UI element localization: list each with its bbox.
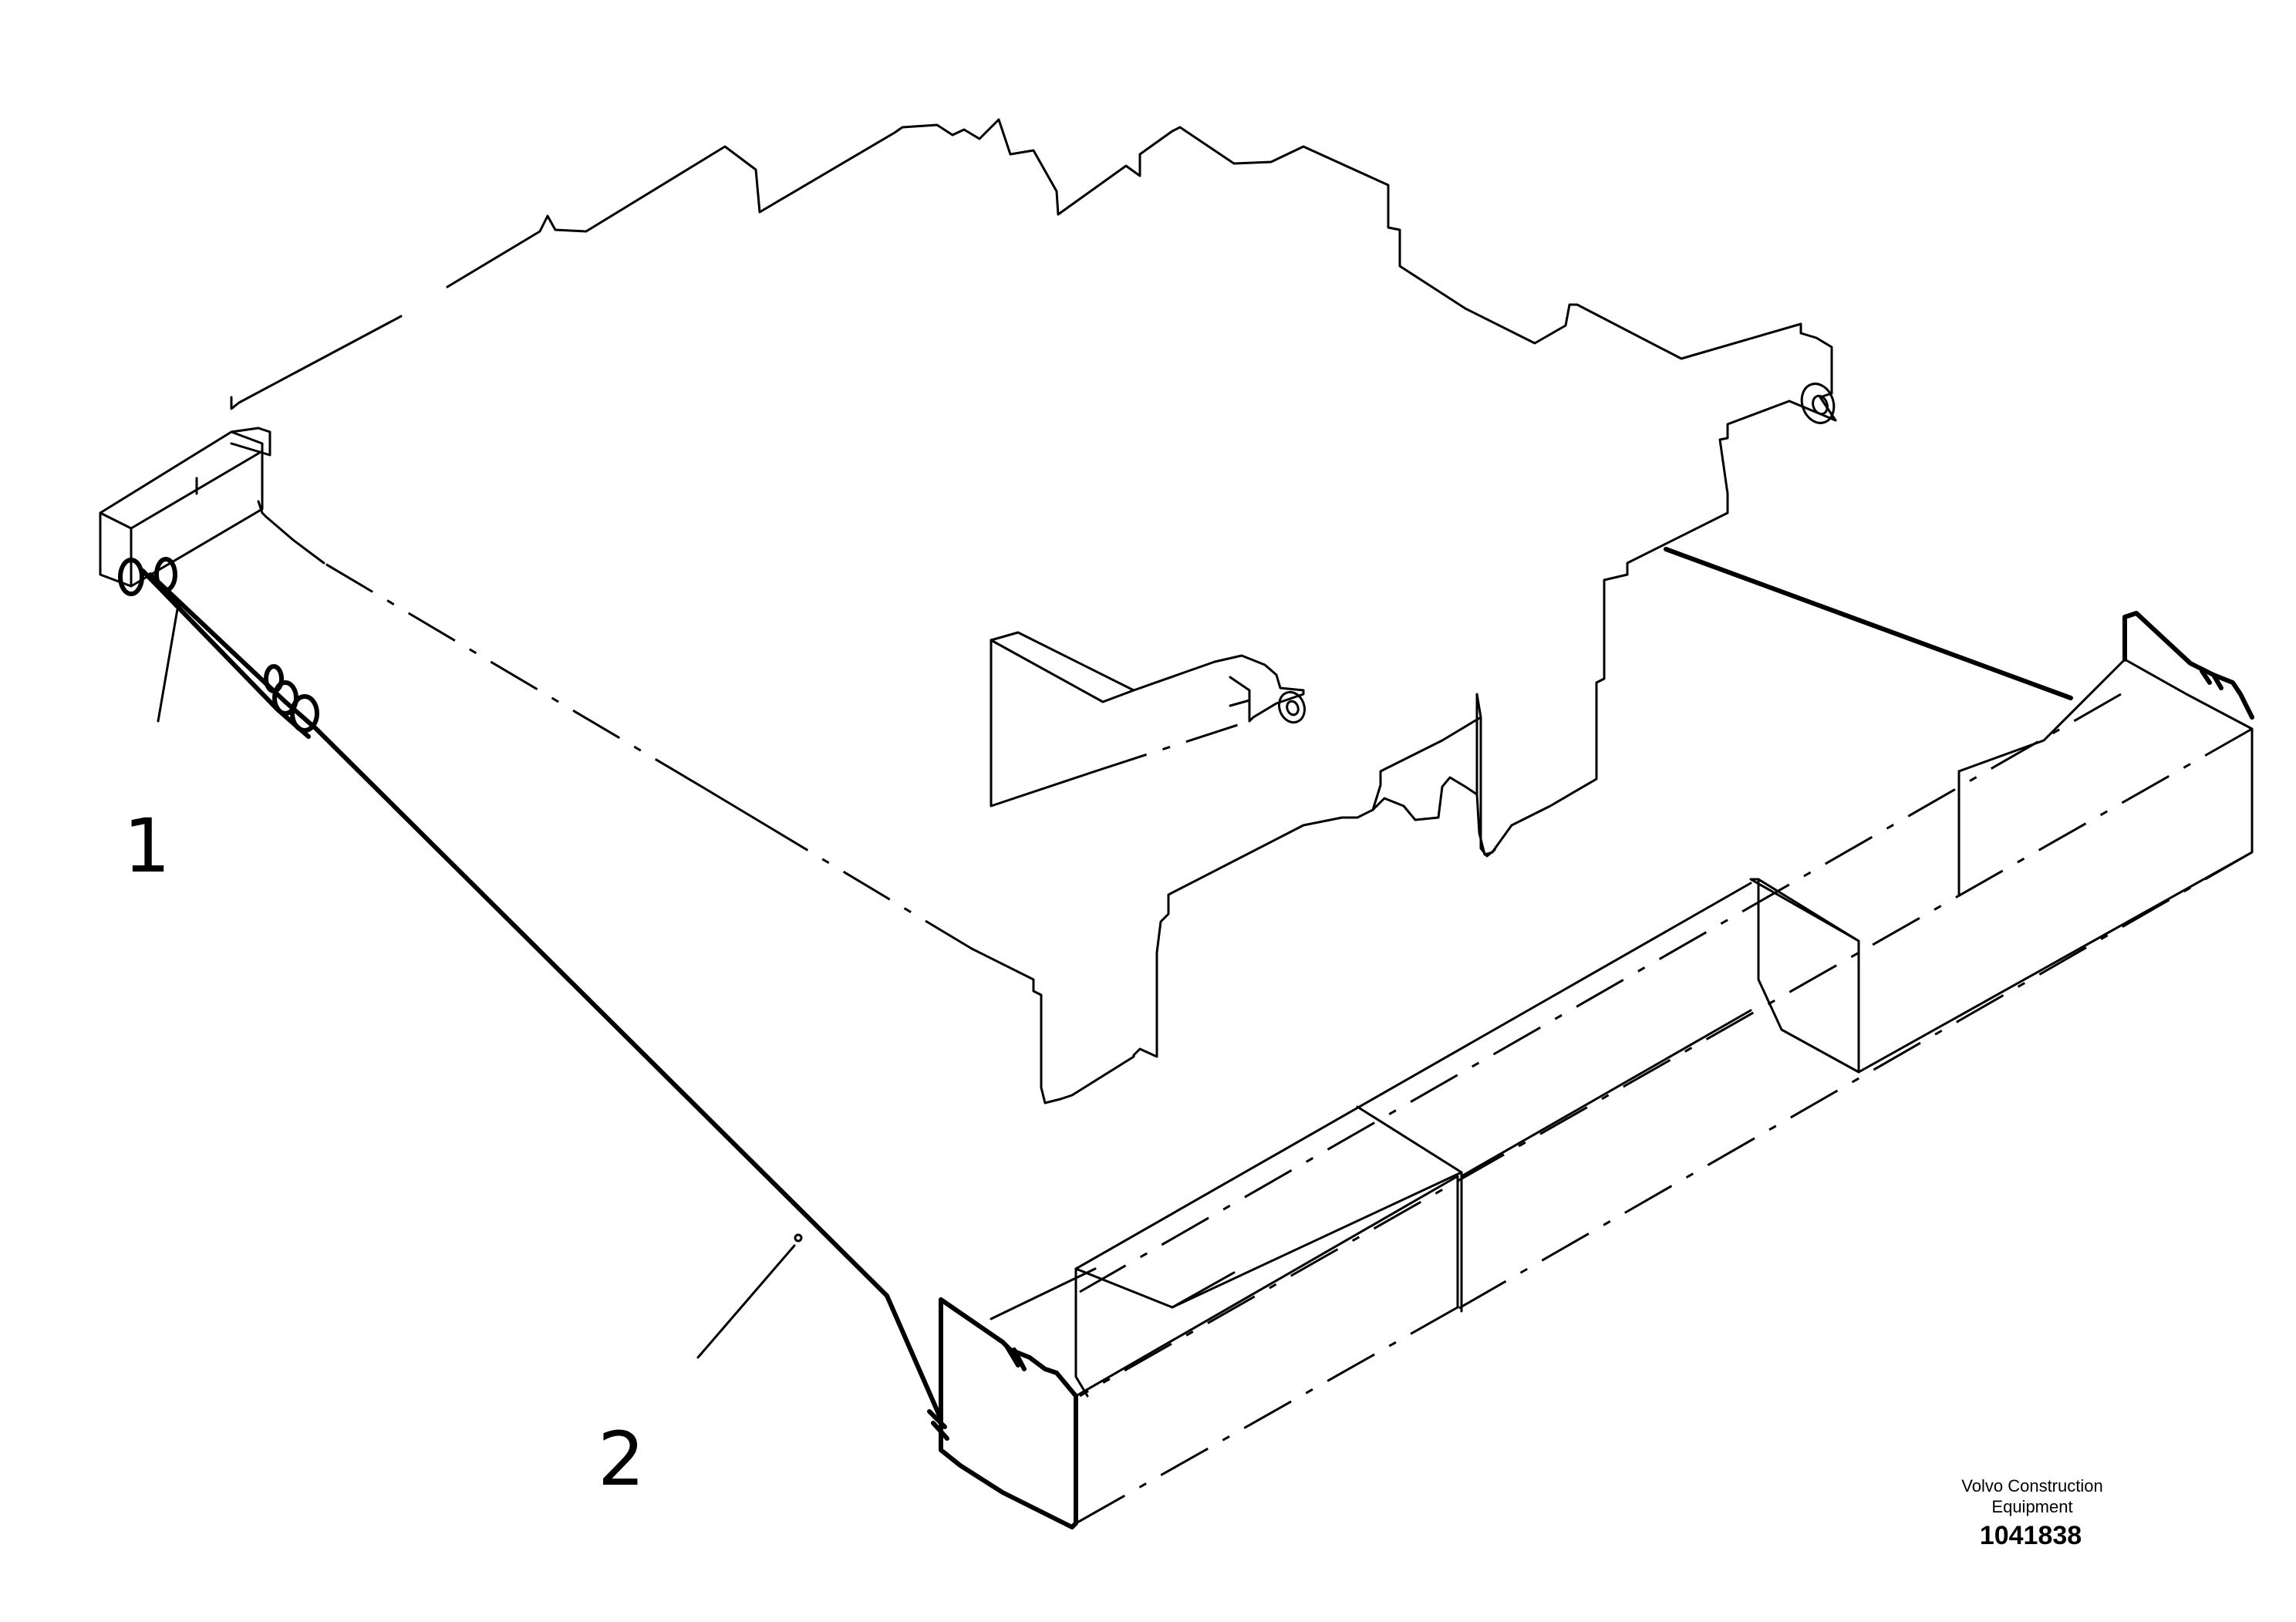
left-bracket-block (99, 427, 271, 588)
leader-line-2 (696, 1244, 796, 1359)
upper-frame-plate (230, 118, 1837, 856)
callout-label-2: 2 (598, 1416, 645, 1502)
upper-frame-lower-edge (257, 500, 1496, 1104)
middle-bracket (990, 631, 1306, 808)
rear-edge-line (1664, 547, 2073, 700)
right-end-plate (2122, 611, 2254, 720)
brand-line-2: Equipment (1991, 1497, 2072, 1516)
brand-line-1: Volvo Construction (1961, 1476, 2102, 1496)
cable-harness (118, 557, 943, 1421)
connector-1 (118, 558, 144, 596)
drawing-number: 1041838 (1980, 1521, 2082, 1550)
leader-line-1 (157, 608, 179, 723)
lower-crossbeam (1074, 658, 2254, 1398)
connector-2 (154, 557, 177, 592)
callout-label-1: 1 (123, 803, 170, 889)
lower-end-block (927, 1175, 1459, 1529)
connector-5 (290, 694, 319, 733)
